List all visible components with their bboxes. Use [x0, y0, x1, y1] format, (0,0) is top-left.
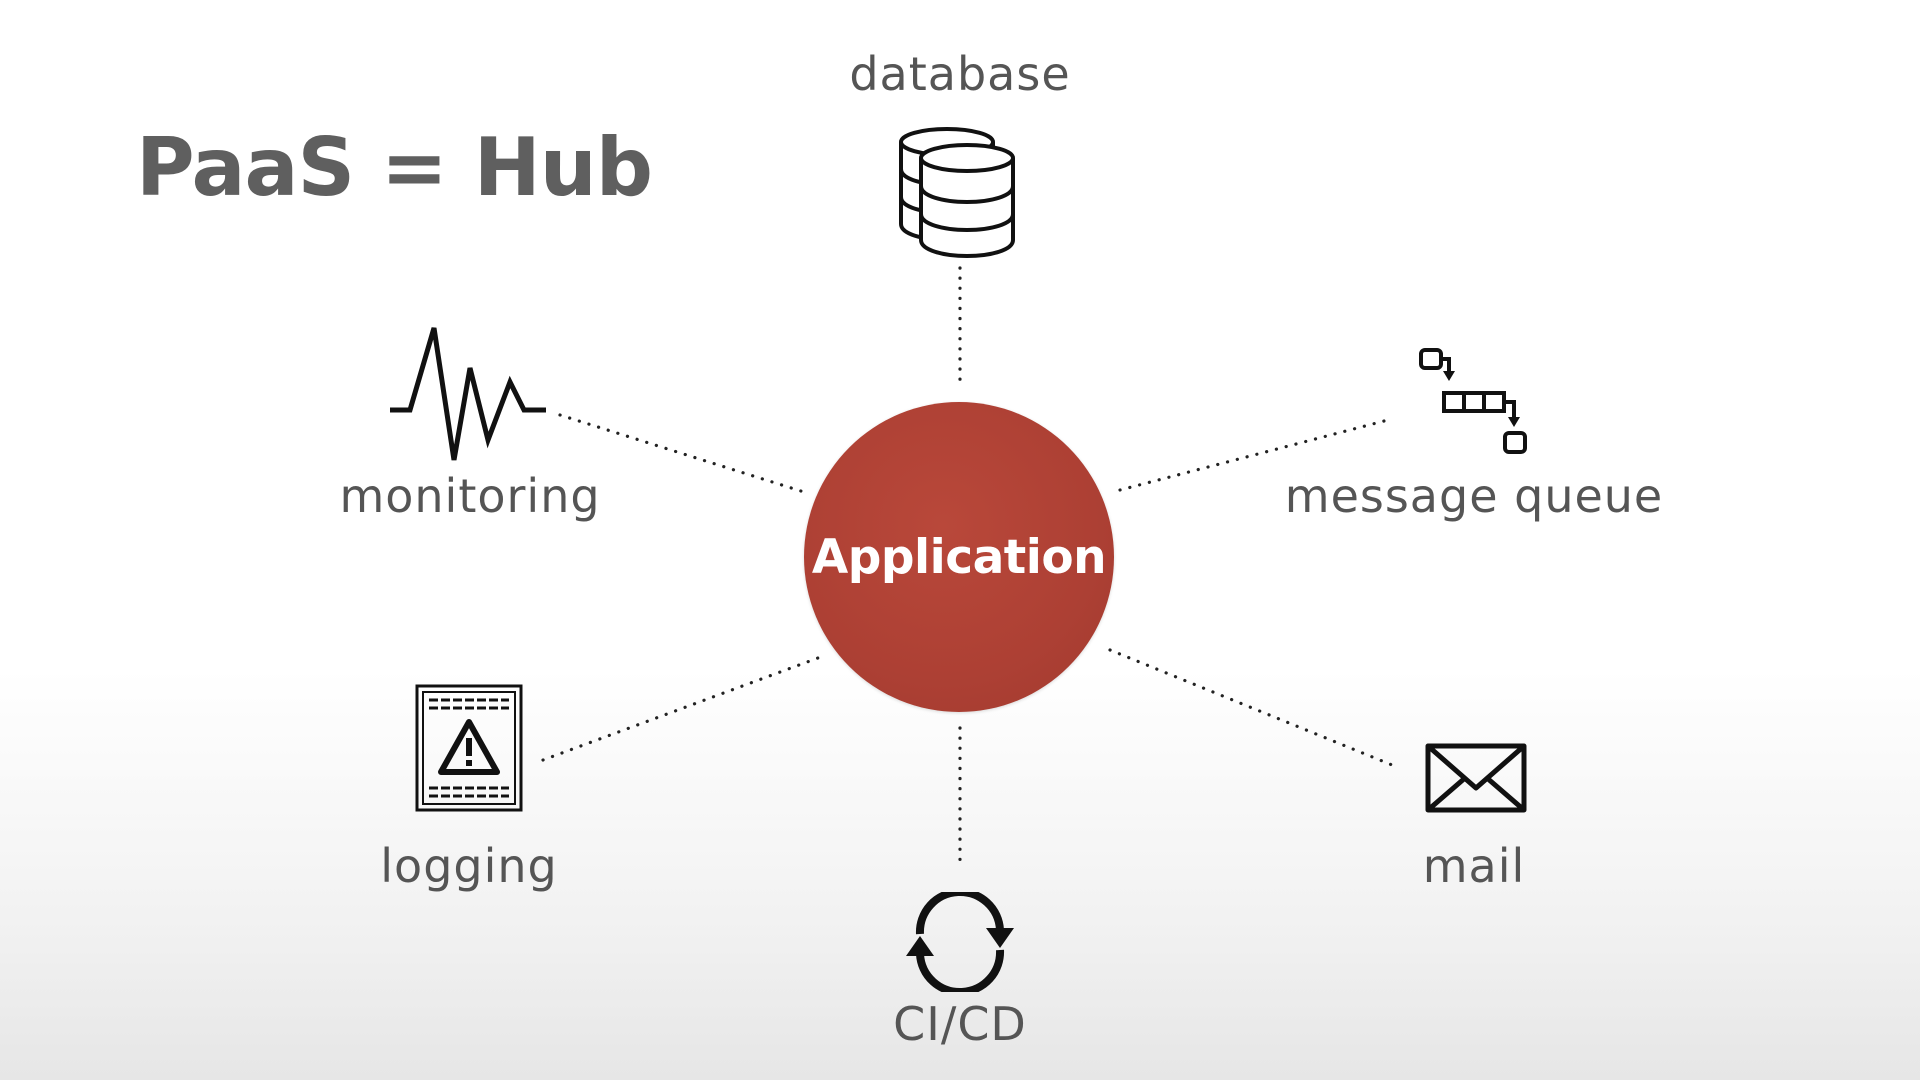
- database-icon: [899, 127, 1015, 259]
- refresh-icon: [906, 892, 1014, 992]
- connector-mail: [1108, 648, 1394, 767]
- application-hub: Application: [804, 402, 1114, 712]
- label-database: database: [849, 47, 1071, 101]
- envelope-icon: [1425, 743, 1527, 813]
- label-logging: logging: [380, 839, 558, 893]
- label-cicd: CI/CD: [893, 997, 1027, 1051]
- label-message-queue: message queue: [1284, 469, 1664, 523]
- heartbeat-icon: [390, 327, 546, 461]
- warning-log-icon: [415, 684, 523, 812]
- queue-icon: [1419, 348, 1527, 454]
- label-monitoring: monitoring: [339, 469, 601, 523]
- connector-logging: [541, 653, 828, 762]
- slide-title: PaaS = Hub: [136, 121, 653, 214]
- label-mail: mail: [1422, 839, 1526, 893]
- hub-label: Application: [811, 529, 1107, 585]
- connector-message-queue: [1118, 418, 1390, 492]
- connector-monitoring: [558, 413, 806, 494]
